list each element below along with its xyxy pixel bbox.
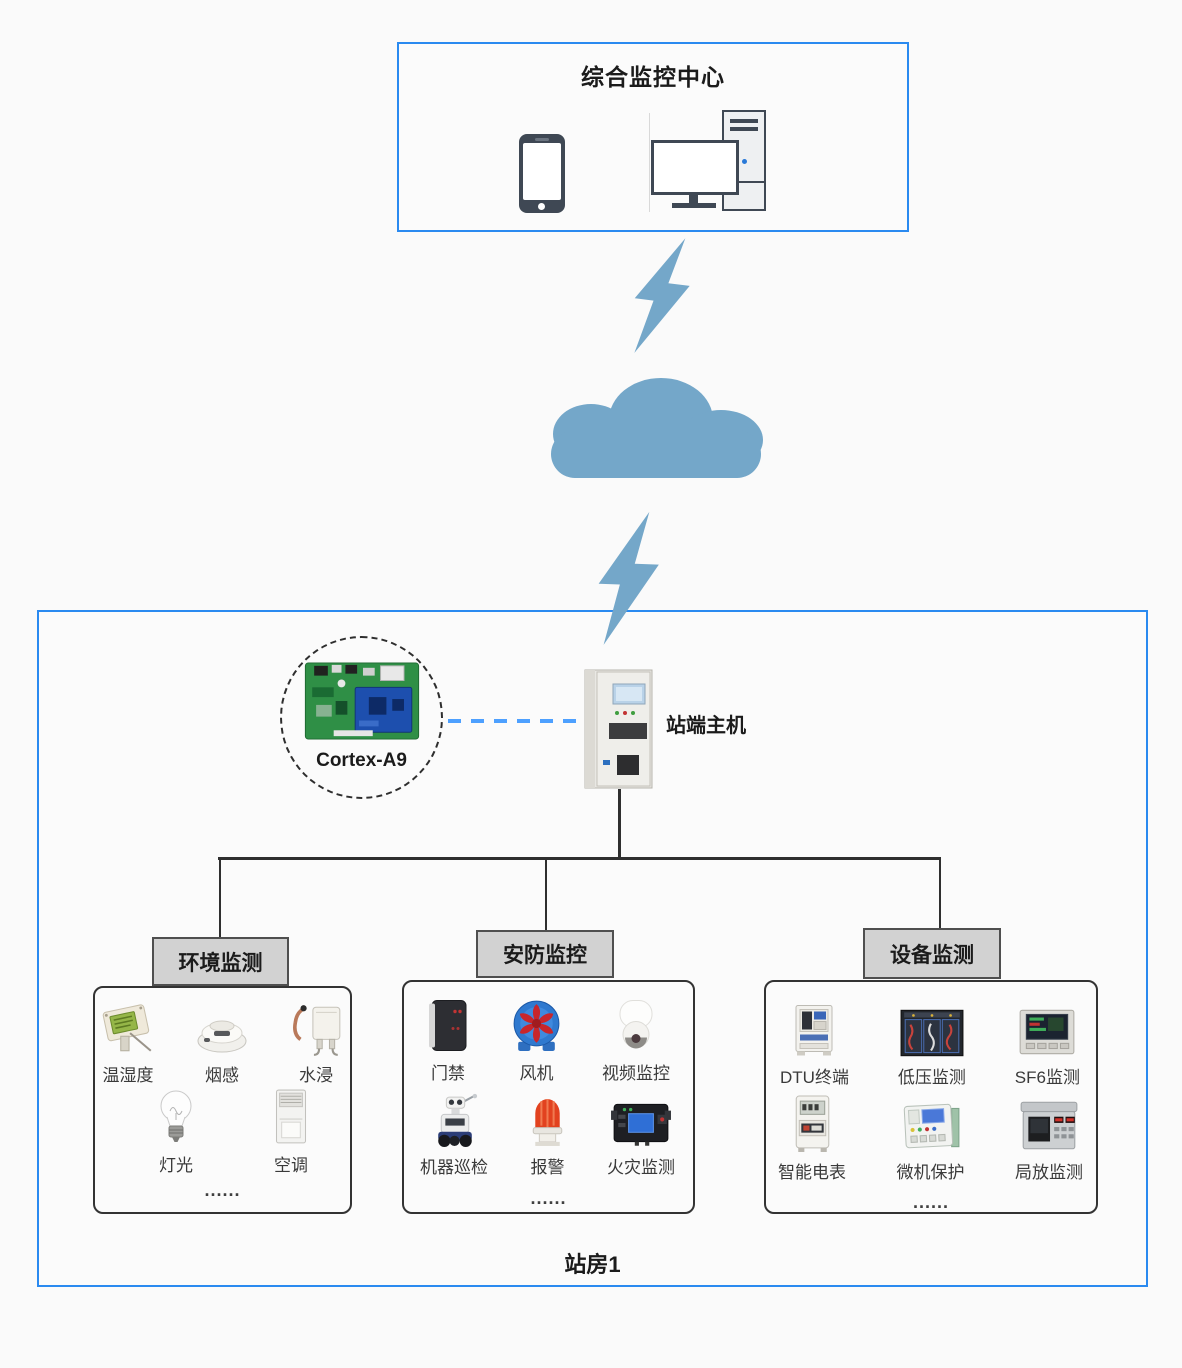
water-leak-sensor-icon xyxy=(287,998,345,1056)
device-label: 智能电表 xyxy=(778,1163,846,1182)
smoke-detector-icon xyxy=(194,998,250,1056)
list-item: SF6监测 xyxy=(1015,1000,1080,1088)
device-label: 机器巡检 xyxy=(420,1158,488,1177)
device-label: SF6监测 xyxy=(1014,1068,1080,1087)
group-header-device: 设备监测 xyxy=(863,928,1001,979)
group-header-environment: 环境监测 xyxy=(152,937,289,986)
lightning-bolt-icon xyxy=(634,238,690,353)
smartphone-screen xyxy=(523,143,561,200)
list-item: 门禁 xyxy=(425,996,471,1084)
fan-icon xyxy=(508,996,565,1054)
inspection-robot-icon xyxy=(426,1090,483,1148)
group-header-security: 安防监控 xyxy=(476,930,614,978)
temp-humidity-sensor-icon xyxy=(99,998,157,1056)
ellipsis-more: ...... xyxy=(204,1180,241,1200)
fire-monitor-icon xyxy=(610,1090,672,1148)
cortex-a9-label: Cortex-A9 xyxy=(316,750,407,771)
bus-line xyxy=(218,857,941,860)
list-item: 视频监控 xyxy=(602,996,670,1084)
clipart-line xyxy=(649,113,650,212)
circuit-board-icon xyxy=(304,662,419,740)
device-label: DTU终端 xyxy=(780,1068,849,1087)
smartphone-speaker xyxy=(535,138,549,141)
ellipsis-more: ...... xyxy=(530,1188,567,1208)
list-item: 微机保护 xyxy=(897,1095,965,1183)
dashed-link xyxy=(448,719,582,723)
list-item: 智能电表 xyxy=(778,1095,846,1183)
monitoring-center-box: 综合监控中心 xyxy=(397,42,909,232)
list-item: 空调 xyxy=(272,1088,310,1176)
cloud-icon xyxy=(551,378,763,478)
smartphone-icon xyxy=(519,134,565,213)
device-label: 局放监测 xyxy=(1015,1163,1083,1182)
air-conditioner-icon xyxy=(272,1088,310,1146)
device-label: 风机 xyxy=(519,1064,554,1083)
lightning-bolt-icon xyxy=(598,511,659,645)
ellipsis-more: ...... xyxy=(912,1192,949,1212)
sf6-monitor-icon xyxy=(1016,1000,1078,1058)
list-item: 烟感 xyxy=(194,998,250,1086)
device-label: 空调 xyxy=(274,1156,308,1175)
list-item: 风机 xyxy=(508,996,565,1084)
device-label: 视频监控 xyxy=(602,1064,670,1083)
device-label: 报警 xyxy=(530,1158,565,1177)
list-item: 机器巡检 xyxy=(420,1090,488,1178)
device-label: 烟感 xyxy=(205,1066,239,1085)
list-item: 水浸 xyxy=(287,998,345,1086)
station-host-label: 站端主机 xyxy=(666,715,746,737)
device-label: 门禁 xyxy=(431,1064,465,1083)
server-cabinet-icon xyxy=(584,669,653,789)
device-drop-line xyxy=(939,858,941,929)
device-label: 低压监测 xyxy=(897,1068,966,1087)
light-bulb-icon xyxy=(150,1088,202,1146)
desktop-computer-icon xyxy=(645,110,773,216)
device-label: 火灾监测 xyxy=(607,1158,675,1177)
smartphone-home-button xyxy=(538,203,545,210)
security-drop-line xyxy=(545,858,547,931)
list-item: 报警 xyxy=(525,1090,570,1178)
list-item: 火灾监测 xyxy=(607,1090,675,1178)
dome-camera-icon xyxy=(612,996,660,1054)
relay-protection-icon xyxy=(900,1095,962,1153)
device-label: 微机保护 xyxy=(896,1163,965,1182)
lv-monitor-icon xyxy=(899,1000,965,1058)
list-item: 局放监测 xyxy=(1015,1095,1083,1183)
env-drop-line xyxy=(219,858,221,938)
list-item: 低压监测 xyxy=(898,1000,966,1088)
host-drop-line xyxy=(618,789,621,859)
cortex-a9-module: Cortex-A9 xyxy=(280,636,443,799)
monitoring-center-title: 综合监控中心 xyxy=(581,64,725,90)
alarm-beacon-icon xyxy=(525,1090,570,1148)
computer-monitor-icon xyxy=(651,140,739,195)
list-item: 温湿度 xyxy=(99,998,157,1086)
device-label: 温湿度 xyxy=(102,1066,154,1085)
smart-meter-icon xyxy=(790,1095,835,1153)
list-item: 灯光 xyxy=(150,1088,202,1176)
device-label: 水浸 xyxy=(299,1066,333,1085)
access-control-icon xyxy=(425,996,471,1054)
station-room-label: 站房1 xyxy=(564,1252,621,1277)
list-item: DTU终端 xyxy=(780,1000,849,1088)
device-label: 灯光 xyxy=(159,1156,193,1175)
dtu-terminal-icon xyxy=(790,1000,838,1058)
pd-monitor-icon xyxy=(1017,1095,1081,1153)
